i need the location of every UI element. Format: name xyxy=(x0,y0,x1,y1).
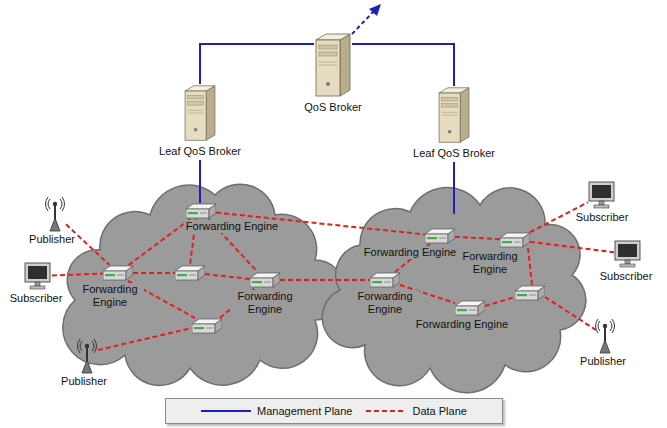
antenna-icon xyxy=(76,338,98,374)
router-icon xyxy=(192,319,222,333)
router-icon xyxy=(370,272,400,288)
server-icon xyxy=(314,32,352,98)
broker-server: Leaf QoS Broker xyxy=(182,84,218,142)
legend-swatch xyxy=(366,406,406,416)
router-icon xyxy=(103,265,133,281)
router-icon xyxy=(515,286,545,300)
router-icon xyxy=(425,228,455,244)
data-link xyxy=(133,272,175,274)
data-link xyxy=(205,274,250,279)
broker-server: QoS Broker xyxy=(314,32,352,98)
router-icon xyxy=(455,300,485,316)
node-label: Leaf QoS Broker xyxy=(157,145,243,158)
data-link xyxy=(98,328,192,350)
node-label: Publisher xyxy=(578,355,628,368)
node-label: Leaf QoS Broker xyxy=(411,147,497,160)
forwarding-engine: Forwarding Engine xyxy=(500,232,530,248)
node-label: Publisher xyxy=(27,233,77,246)
forwarding-engine: Forwarding Engine xyxy=(455,300,485,316)
forwarding-engine: Forwarding Engine xyxy=(425,228,455,244)
forwarding-engine: Forwarding Engine xyxy=(370,272,400,288)
node-label: Forwarding Engine xyxy=(351,290,419,316)
forwarding-engine: Forwarding Engine xyxy=(250,272,280,288)
data-link xyxy=(280,279,370,281)
router-icon xyxy=(186,203,216,219)
node-label: Publisher xyxy=(59,375,109,388)
publisher-antenna: Publisher xyxy=(44,196,66,232)
data-link xyxy=(545,297,596,330)
monitor-icon xyxy=(614,240,642,268)
data-link xyxy=(52,274,103,276)
monitor-icon xyxy=(24,262,52,290)
management-link xyxy=(352,44,454,86)
router-icon xyxy=(500,232,530,248)
node-label: Forwarding Engine xyxy=(456,250,524,276)
data-link xyxy=(530,242,614,252)
legend-label: Management Plane xyxy=(257,405,352,417)
broker-server: Leaf QoS Broker xyxy=(436,86,472,144)
uplink-arrow xyxy=(352,11,374,34)
node-label: Forwarding Engine xyxy=(362,246,458,259)
publisher-antenna: Publisher xyxy=(76,338,98,374)
legend-label: Data Plane xyxy=(412,405,466,417)
node-label: Forwarding Engine xyxy=(76,283,144,309)
router-icon xyxy=(250,272,280,288)
legend-box: Management Plane Data Plane xyxy=(165,398,503,424)
node-label: Subscriber xyxy=(8,292,65,305)
data-link xyxy=(455,237,500,239)
network-cloud xyxy=(322,187,586,392)
data-link xyxy=(528,248,532,285)
data-link xyxy=(129,219,191,265)
network-cloud xyxy=(63,184,345,385)
subscriber-terminal: Subscriber xyxy=(588,181,616,209)
node-label: QoS Broker xyxy=(302,101,363,114)
subscriber-terminal: Subscriber xyxy=(614,240,642,268)
forwarding-engine: Forwarding Engine xyxy=(103,265,133,281)
uplink-arrowhead xyxy=(369,4,381,16)
node-label: Forwarding Engine xyxy=(414,318,510,331)
server-icon xyxy=(182,84,218,142)
monitor-icon xyxy=(588,181,616,209)
legend-entry: Management Plane xyxy=(201,405,352,417)
node-label: Forwarding Engine xyxy=(231,290,299,316)
data-link xyxy=(485,297,515,306)
router-icon xyxy=(175,266,205,280)
data-links xyxy=(98,219,596,350)
node-label: Subscriber xyxy=(574,211,631,224)
antenna-icon xyxy=(594,318,616,354)
antenna-icon xyxy=(44,196,66,232)
forwarding-engine: Forwarding Engine xyxy=(186,203,216,219)
node-label: Forwarding Engine xyxy=(184,220,280,233)
publisher-antenna: Publisher xyxy=(594,318,616,354)
server-icon xyxy=(436,86,472,144)
subscriber-terminal: Subscriber xyxy=(24,262,52,290)
management-link xyxy=(199,160,201,203)
management-links xyxy=(200,11,454,214)
legend-swatch xyxy=(201,406,251,416)
legend-entry: Data Plane xyxy=(366,405,466,417)
node-label: Subscriber xyxy=(598,270,655,283)
management-link xyxy=(453,162,455,214)
management-link xyxy=(200,44,314,84)
